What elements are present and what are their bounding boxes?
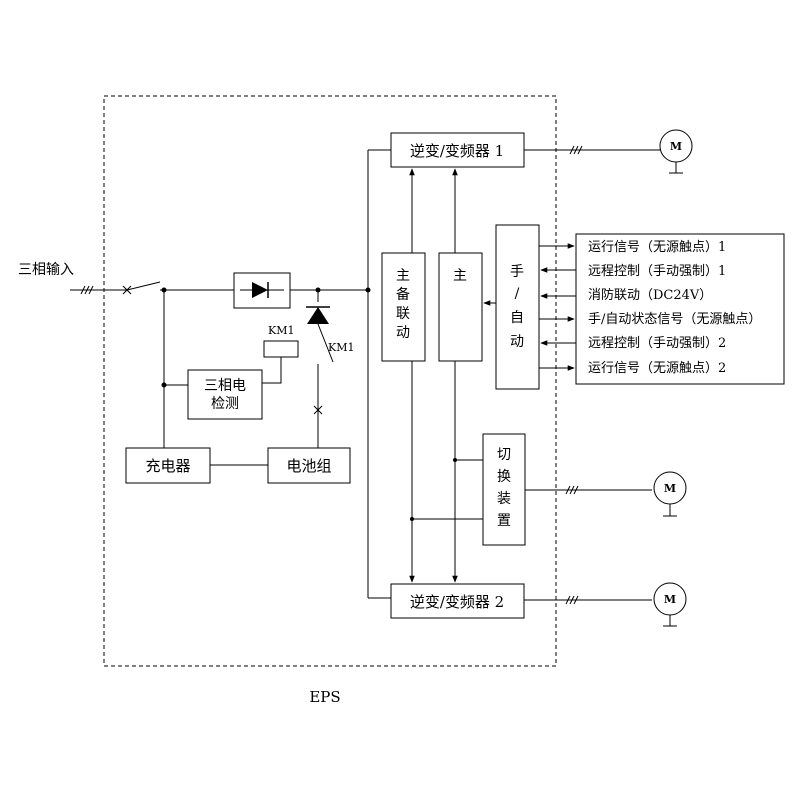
eps-boundary: [103, 95, 557, 667]
coil-wire: [262, 357, 282, 384]
junction-dot: [161, 382, 167, 388]
master-standby-label-1: 主: [396, 268, 410, 284]
battery-label: 电池组: [286, 457, 331, 475]
inverter-1-box: [390, 132, 525, 168]
signal-label-5: 远程控制（手动强制）2: [588, 336, 726, 351]
signal-label-1: 运行信号（无源触点）1: [588, 240, 726, 255]
signal-label-6: 运行信号（无源触点）2: [588, 361, 726, 376]
km1-coil-box: [263, 340, 299, 358]
motor-2-ground-icon: [663, 615, 677, 627]
input-label: 三相输入: [18, 262, 74, 278]
switch-device-box: [482, 433, 526, 546]
input-breaker-icon: [122, 281, 161, 295]
input-phase-marks: [80, 285, 94, 295]
motor-switch-ground-icon: [663, 504, 677, 517]
phase-detect-label-2: 检测: [211, 396, 239, 412]
battery-diode-icon: [306, 306, 330, 324]
master-standby-label-4: 动: [396, 325, 410, 341]
inverter-1-label: 逆变/变频器 1: [410, 142, 504, 160]
master-standby-label-3: 联: [396, 306, 410, 322]
rectifier-diode-icon: [240, 282, 284, 298]
inverter-2-label: 逆变/变频器 2: [410, 593, 504, 611]
master-standby-box: [381, 252, 426, 362]
signals-panel: [575, 233, 785, 385]
junction-dot: [410, 517, 414, 521]
manual-auto-label-4: 动: [510, 334, 524, 350]
motor-switch-phase-marks: [565, 485, 579, 495]
switch-device-label-1: 切: [497, 447, 511, 463]
signal-label-2: 远程控制（手动强制）1: [588, 264, 726, 279]
master-standby-label-2: 备: [396, 286, 410, 303]
motor-2-phase-marks: [565, 595, 579, 605]
phase-detect-label-1: 三相电: [204, 378, 246, 394]
master-box: [438, 252, 483, 362]
inverter-2-box: [390, 583, 525, 619]
junction-dot: [453, 458, 457, 462]
switch-device-label-4: 置: [497, 513, 511, 529]
motor-1-ground-icon: [669, 162, 683, 174]
motor-2-symbol: M: [664, 593, 676, 606]
switch-device-label-3: 装: [497, 491, 511, 507]
signal-label-3: 消防联动（DC24V）: [588, 287, 712, 303]
manual-auto-label-2: /: [515, 286, 520, 302]
signal-label-4: 手/自动状态信号（无源触点）: [588, 312, 761, 327]
contactor-coil-label: KM1: [268, 324, 294, 337]
battery-breaker-icon: [313, 400, 323, 448]
contactor-contact-label: KM1: [328, 341, 354, 354]
manual-auto-label-1: 手: [510, 264, 524, 280]
motor-switch-symbol: M: [664, 482, 676, 495]
charger-label: 充电器: [145, 457, 190, 475]
phase-detect-box: [187, 369, 263, 420]
switch-device-label-2: 换: [497, 468, 511, 485]
system-label: EPS: [309, 688, 340, 706]
junction-dot: [365, 287, 371, 293]
motor-1-symbol: M: [670, 140, 682, 153]
km1-contact-icon: [317, 323, 334, 400]
battery-box: [267, 447, 351, 484]
manual-auto-box: [495, 224, 540, 390]
manual-auto-label-3: 自: [510, 310, 524, 326]
master-label: 主: [453, 268, 467, 284]
motor-1-phase-marks: [569, 145, 583, 155]
